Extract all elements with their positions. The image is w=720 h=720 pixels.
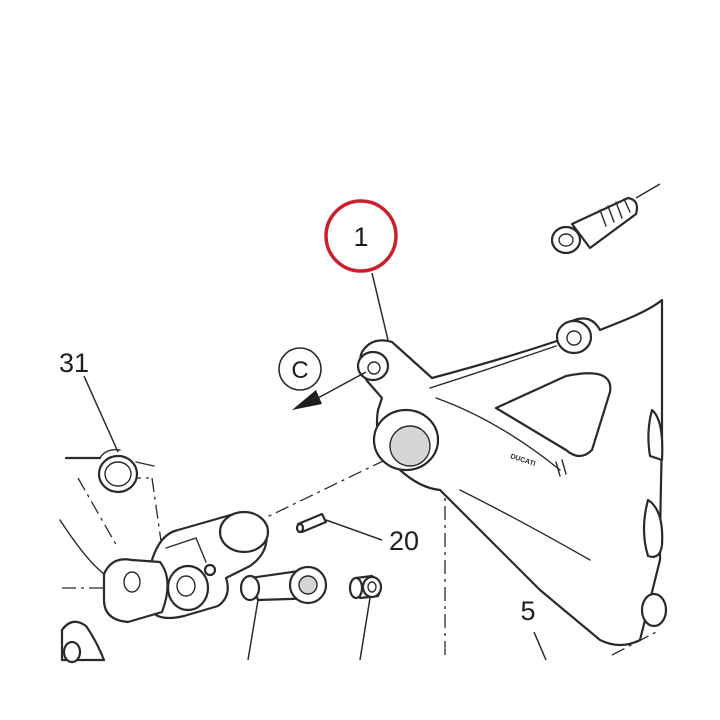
roll-pin-part xyxy=(295,512,328,534)
highlight-ring xyxy=(324,199,398,273)
view-c-circle xyxy=(278,347,322,391)
pivot-pin-part xyxy=(239,565,328,605)
bushing-part xyxy=(348,574,383,600)
footpeg-clevis-part xyxy=(102,510,270,624)
view-c-arrow xyxy=(292,371,367,410)
bolt-part xyxy=(550,183,661,255)
torsion-spring-part xyxy=(64,448,155,494)
callout-part-1: 1 xyxy=(353,222,368,252)
lever-partial-part xyxy=(59,519,106,664)
callout-part-5: 5 xyxy=(520,596,535,626)
callout-part-20: 20 xyxy=(389,526,419,556)
view-c-label: C xyxy=(291,357,308,384)
leader-lines xyxy=(83,272,547,661)
footpeg-bracket-arm: DUCATI xyxy=(356,298,668,647)
callout-part-31: 31 xyxy=(59,348,89,378)
